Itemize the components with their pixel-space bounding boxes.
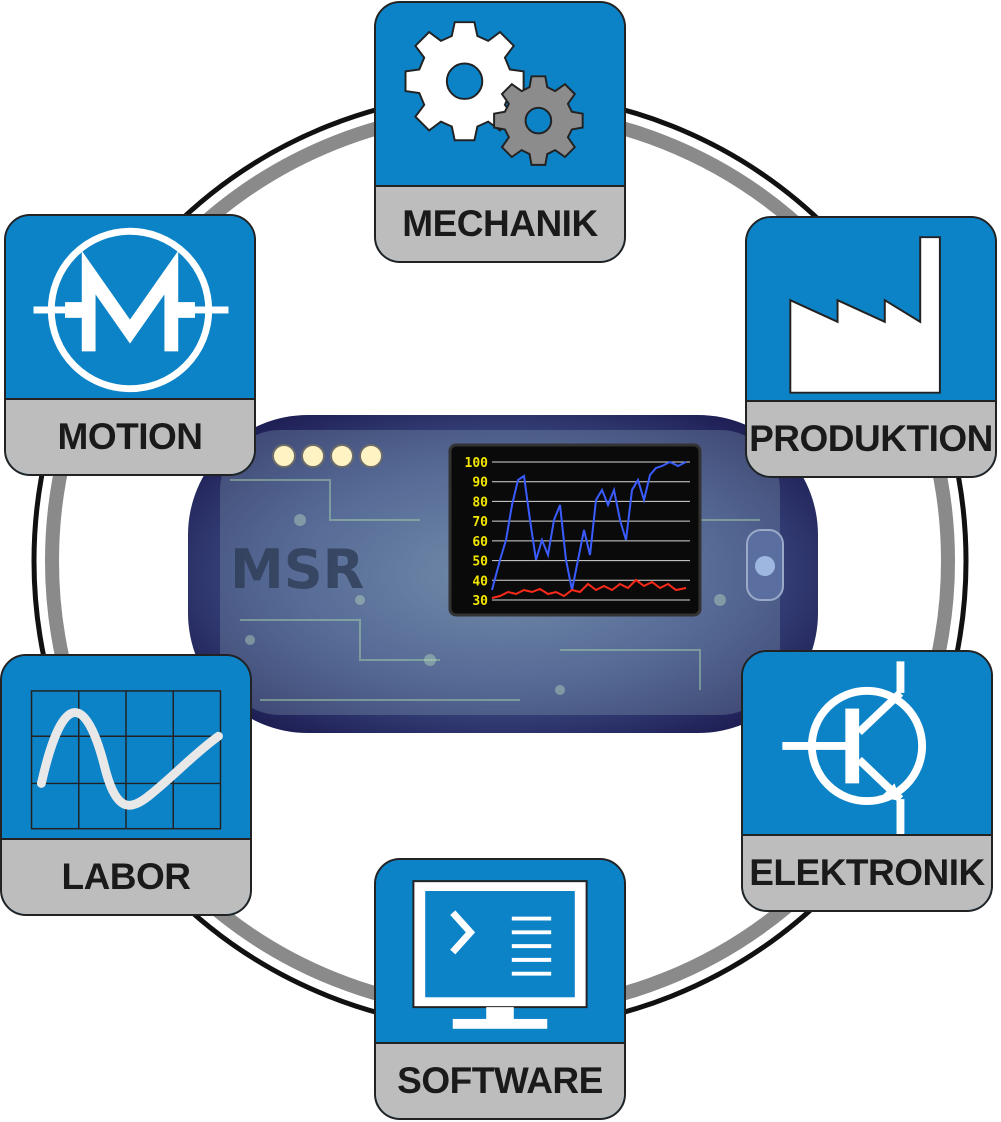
motor-icon — [33, 227, 229, 393]
tile-label-elektronik: ELEKTRONIK — [749, 852, 985, 893]
tile-icon-area — [743, 652, 991, 838]
tile-produktion[interactable]: PRODUKTION — [745, 216, 997, 478]
terminal-monitor-icon — [412, 880, 588, 1029]
device-logo: MSR — [230, 538, 364, 601]
screen-trace-red — [491, 578, 687, 599]
screen-trace-blue — [491, 460, 687, 591]
tile-label-area: ELEKTRONIK — [743, 834, 991, 910]
tile-label-motion: MOTION — [57, 416, 203, 457]
status-leds — [272, 444, 383, 468]
screen-tick-label: 60 — [472, 535, 488, 550]
screen-tick-label: 70 — [472, 515, 488, 530]
screen-tick-label: 80 — [472, 495, 488, 510]
tile-label-labor: LABOR — [61, 856, 191, 897]
tile-motion[interactable]: MOTION — [4, 214, 256, 476]
tile-icon-area — [376, 3, 624, 189]
tile-elektronik[interactable]: ELEKTRONIK — [741, 650, 993, 912]
tile-label-area: LABOR — [2, 838, 250, 914]
tile-label-area: SOFTWARE — [376, 1042, 624, 1118]
screen-tick-label: 100 — [465, 456, 489, 471]
screen-plot: 100 90 80 70 60 50 40 30 — [465, 456, 690, 609]
tile-label-mechanik: MECHANIK — [402, 203, 598, 244]
sine-wave-grid-icon — [30, 690, 223, 830]
screen-tick-label: 40 — [472, 574, 488, 589]
screen-tick-label: 90 — [472, 476, 488, 491]
tile-label-area: MECHANIK — [376, 185, 624, 261]
transistor-icon — [782, 661, 927, 837]
tile-mechanik[interactable]: MECHANIK — [374, 1, 626, 263]
screen-tick-label: 30 — [472, 594, 488, 609]
tile-labor[interactable]: LABOR — [0, 654, 252, 916]
tile-label-area: MOTION — [6, 398, 254, 474]
tile-label-software: SOFTWARE — [397, 1060, 603, 1101]
screen-tick-label: 50 — [472, 555, 488, 570]
tile-icon-area — [747, 218, 995, 404]
tile-label-area: PRODUKTION — [747, 400, 995, 476]
tile-icon-area — [376, 860, 624, 1046]
device-screen — [448, 443, 702, 617]
factory-icon — [789, 236, 941, 394]
tile-label-produktion: PRODUKTION — [749, 418, 993, 459]
tile-software[interactable]: SOFTWARE — [374, 858, 626, 1120]
gears-icon — [404, 21, 584, 166]
tile-icon-area — [6, 216, 254, 402]
tile-icon-area — [2, 656, 250, 842]
